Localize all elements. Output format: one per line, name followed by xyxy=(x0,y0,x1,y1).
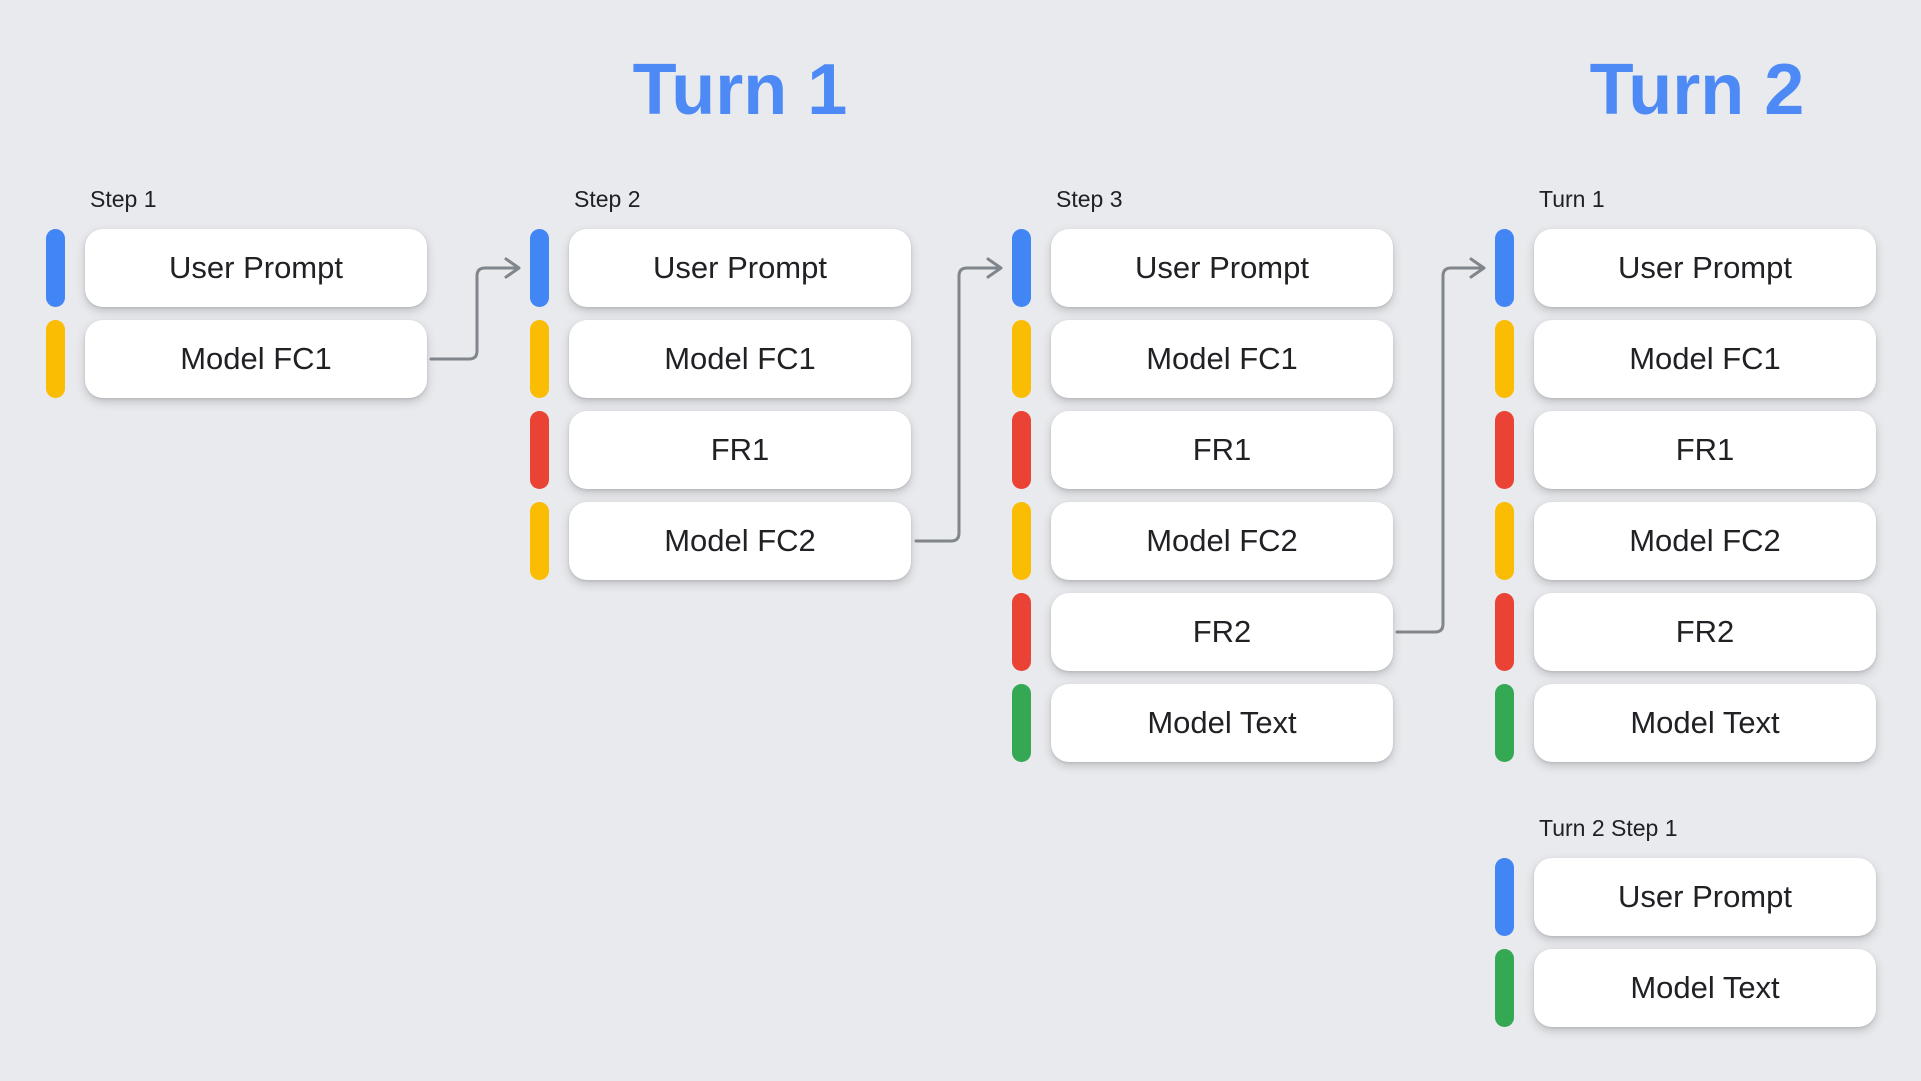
blue-bar-icon xyxy=(1012,229,1031,307)
flow-arrow-2 xyxy=(914,257,1003,543)
yellow-bar-icon xyxy=(46,320,65,398)
blue-bar-icon xyxy=(1495,229,1514,307)
flow-arrow-3 xyxy=(1395,257,1486,634)
item-box-fr1: FR1 xyxy=(569,411,911,489)
item-box-model-fc1: Model FC1 xyxy=(1051,320,1393,398)
item-box-model-fc2: Model FC2 xyxy=(1051,502,1393,580)
item-box-model-fc2: Model FC2 xyxy=(1534,502,1876,580)
yellow-bar-icon xyxy=(1012,502,1031,580)
flow-arrow-1 xyxy=(429,257,521,361)
item-box-model-text: Model Text xyxy=(1051,684,1393,762)
item-box-user-prompt: User Prompt xyxy=(1534,858,1876,936)
item-box-model-fc2: Model FC2 xyxy=(569,502,911,580)
green-bar-icon xyxy=(1495,949,1514,1027)
item-box-model-text: Model Text xyxy=(1534,684,1876,762)
yellow-bar-icon xyxy=(530,320,549,398)
red-bar-icon xyxy=(1012,411,1031,489)
yellow-bar-icon xyxy=(530,502,549,580)
item-box-fr1: FR1 xyxy=(1534,411,1876,489)
green-bar-icon xyxy=(1495,684,1514,762)
turn-1-title: Turn 1 xyxy=(632,50,848,130)
column-label-turn-2-step-1: Turn 2 Step 1 xyxy=(1539,815,1678,841)
red-bar-icon xyxy=(1495,411,1514,489)
item-box-model-text: Model Text xyxy=(1534,949,1876,1027)
column-label-step-2: Step 2 xyxy=(574,186,641,212)
column-label-step-1: Step 1 xyxy=(90,186,157,212)
blue-bar-icon xyxy=(46,229,65,307)
red-bar-icon xyxy=(530,411,549,489)
item-box-fr1: FR1 xyxy=(1051,411,1393,489)
red-bar-icon xyxy=(1012,593,1031,671)
item-box-model-fc1: Model FC1 xyxy=(85,320,427,398)
column-label-turn-1: Turn 1 xyxy=(1539,186,1605,212)
blue-bar-icon xyxy=(1495,858,1514,936)
item-box-user-prompt: User Prompt xyxy=(85,229,427,307)
item-box-model-fc1: Model FC1 xyxy=(1534,320,1876,398)
item-box-user-prompt: User Prompt xyxy=(1051,229,1393,307)
yellow-bar-icon xyxy=(1012,320,1031,398)
item-box-user-prompt: User Prompt xyxy=(1534,229,1876,307)
yellow-bar-icon xyxy=(1495,502,1514,580)
red-bar-icon xyxy=(1495,593,1514,671)
blue-bar-icon xyxy=(530,229,549,307)
turn-2-title: Turn 2 xyxy=(1589,50,1805,130)
item-box-user-prompt: User Prompt xyxy=(569,229,911,307)
green-bar-icon xyxy=(1012,684,1031,762)
item-box-model-fc1: Model FC1 xyxy=(569,320,911,398)
item-box-fr2: FR2 xyxy=(1534,593,1876,671)
column-label-step-3: Step 3 xyxy=(1056,186,1123,212)
yellow-bar-icon xyxy=(1495,320,1514,398)
item-box-fr2: FR2 xyxy=(1051,593,1393,671)
